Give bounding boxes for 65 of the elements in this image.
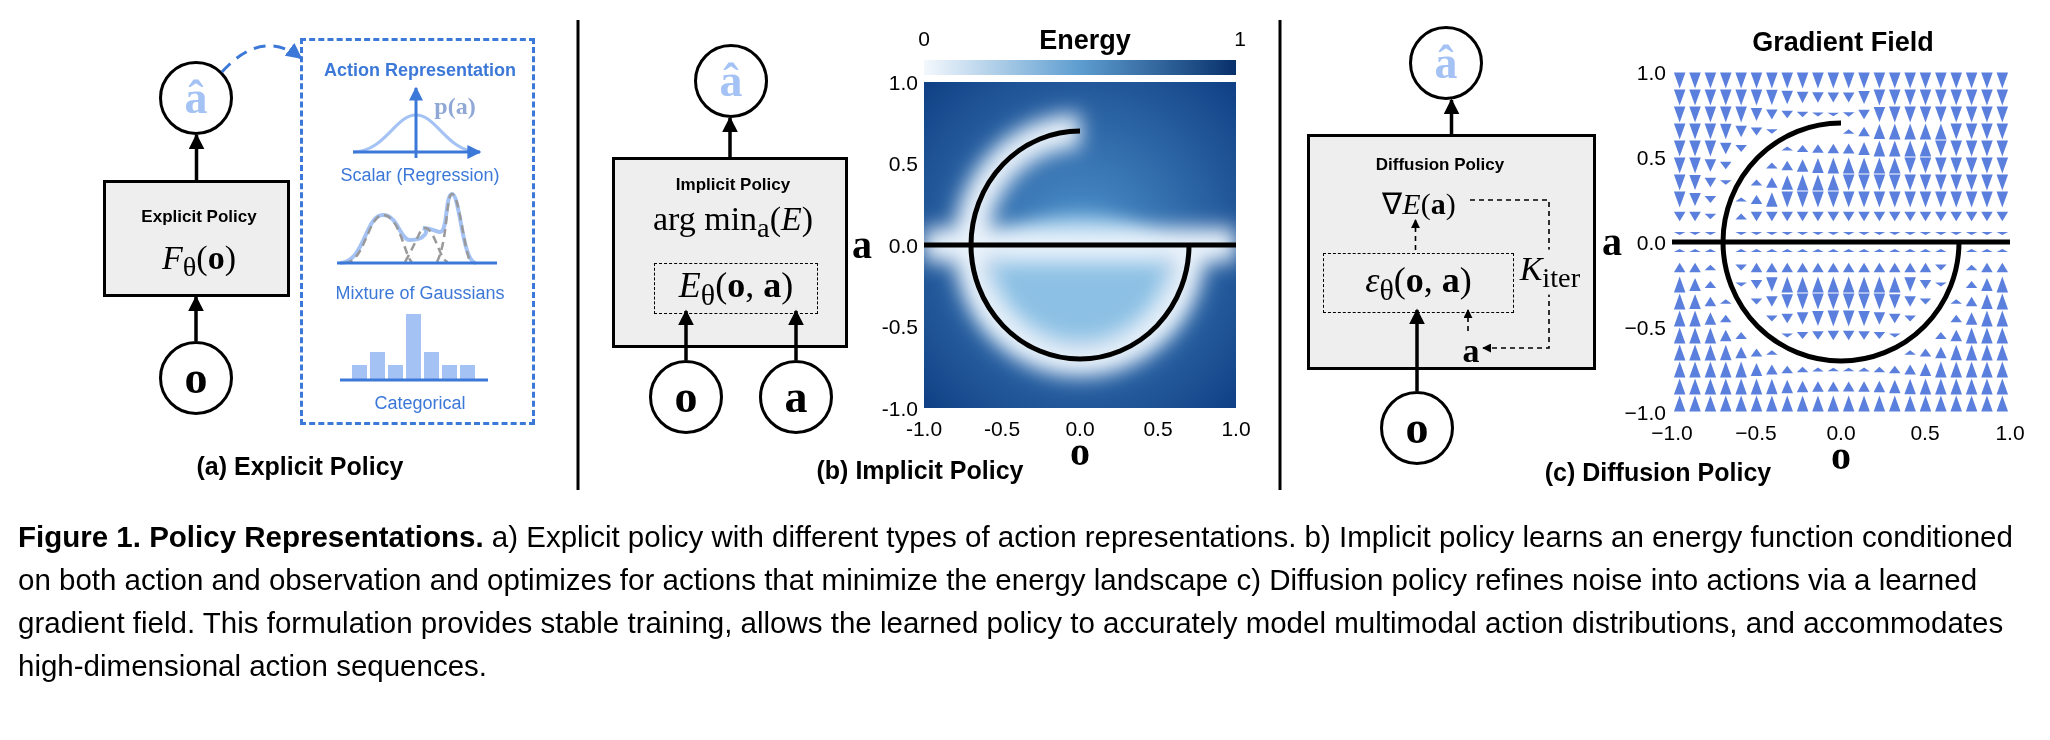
arrow (722, 116, 738, 157)
diagram-label: Mixture of Gaussians (335, 282, 505, 304)
panel-title: (b) Implicit Policy (816, 457, 1024, 483)
variable-circle: â (694, 44, 768, 118)
tick-label: -1.0 (905, 417, 943, 439)
box-title: Implicit Policy (675, 175, 791, 195)
variable-circle: â (1409, 26, 1483, 100)
tick-label: −0.5 (1735, 421, 1777, 443)
arrow (1411, 219, 1420, 251)
tick-label: -0.5 (983, 417, 1021, 439)
formula: arg min$_{a}$(E) (652, 199, 814, 245)
edge-label: K$_{iter}$ (1517, 249, 1583, 295)
chart-title: Gradient Field (1752, 28, 1934, 56)
tick-label: 0.5 (888, 152, 918, 174)
variable-circle: a (759, 360, 833, 434)
formula: a (1456, 334, 1486, 368)
box-title: Diffusion Policy (1375, 155, 1505, 175)
arrow (188, 295, 204, 341)
tick-label: 0 (918, 27, 930, 49)
tick-label: 0.5 (1910, 421, 1940, 443)
panel-heading: Action Representation (323, 59, 517, 83)
variable-circle: â (159, 61, 233, 135)
panel-title: (c) Diffusion Policy (1544, 459, 1772, 485)
tick-label: -0.5 (881, 315, 918, 337)
tick-label: 0.5 (1143, 417, 1173, 439)
tick-label: 0.0 (888, 234, 918, 256)
formula: p(a) (434, 92, 476, 120)
arrow (1443, 98, 1460, 134)
panel-title: (a) Explicit Policy (196, 453, 404, 479)
variable-circle: o (649, 360, 723, 434)
tick-label: -1.0 (881, 397, 918, 419)
axis-label: a (852, 225, 872, 265)
arrow (1409, 308, 1425, 391)
policy-box (103, 180, 290, 297)
formula: F$_{θ}$(o) (162, 238, 236, 284)
diagram-label: Categorical (374, 392, 466, 414)
tick-label: −0.5 (1624, 316, 1666, 338)
arrow (220, 43, 303, 74)
arrow (678, 309, 694, 360)
variable-circle: o (1380, 391, 1454, 465)
variable-circle: o (159, 341, 233, 415)
tick-label: 0.5 (1636, 146, 1666, 168)
arrow (188, 133, 205, 180)
tick-label: 1.0 (1221, 417, 1251, 439)
policy-box (1307, 134, 1596, 370)
tick-label: 0.0 (1636, 231, 1666, 253)
tick-label: −1.0 (1651, 421, 1693, 443)
tick-label: −1.0 (1624, 401, 1666, 423)
dashed-panel (300, 38, 535, 425)
arrow (1469, 199, 1550, 353)
arrow (788, 309, 804, 360)
policy-box (612, 157, 848, 348)
figure-caption: Figure 1. Policy Representations. a) Explicit policy with different types of action representations. b) Implicit policy learns an energy function conditioned on both action and observation and optimizes for actions that minimize the energy landscape c) Diffusion policy refines noise into actions via a learned gradient field. This formulation provides stable training, allows the learned policy to accurately model multimodal action distributions, and accommodates high-dimensional action sequences. (18, 519, 2014, 684)
function-box: E$_{θ}$(o, a) (654, 263, 818, 314)
tick-label: 1.0 (1995, 421, 2025, 443)
box-title: Explicit Policy (141, 207, 257, 227)
formula: ∇E(a) (1365, 183, 1473, 223)
chart-title: Energy (1039, 26, 1131, 54)
arrow (1463, 309, 1473, 332)
function-box: ε$_{θ}$(o, a) (1323, 253, 1514, 313)
tick-label: 1 (1234, 27, 1246, 49)
axis-label: a (1602, 222, 1622, 262)
tick-label: 1.0 (1636, 61, 1666, 83)
diagram-label: Scalar (Regression) (340, 164, 500, 186)
tick-label: 1.0 (888, 71, 918, 93)
